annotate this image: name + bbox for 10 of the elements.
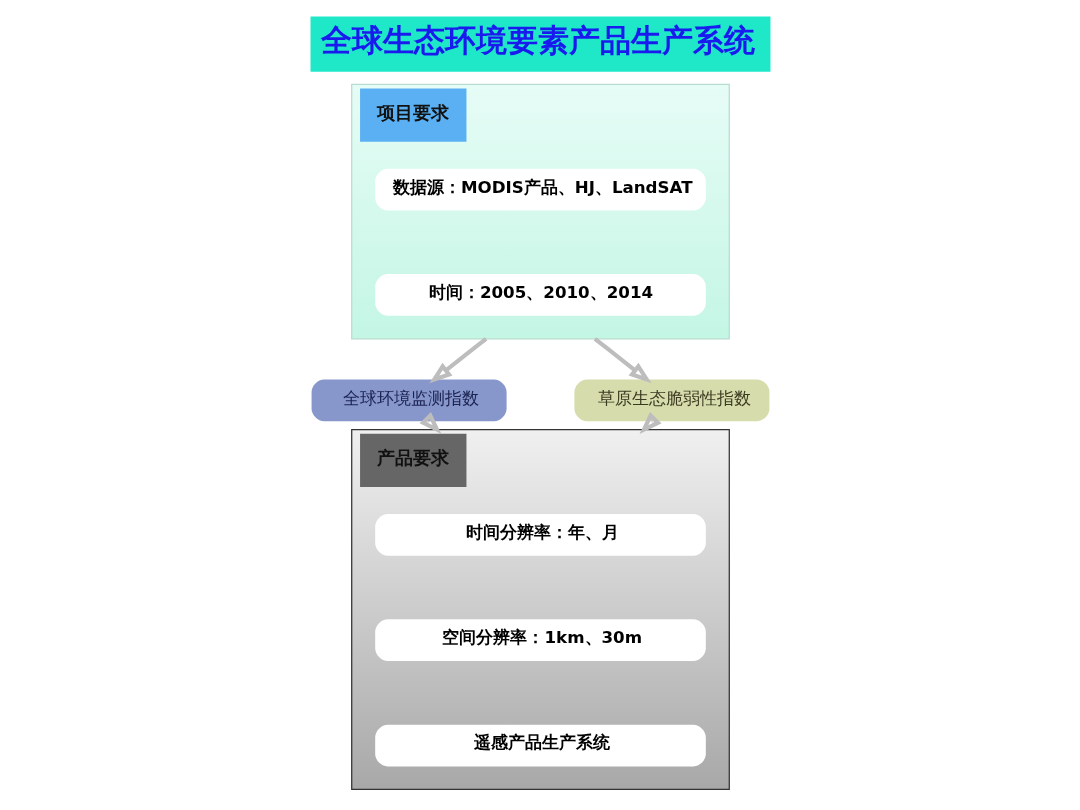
- arrow: [639, 412, 661, 434]
- node-box: 时间分辨率：年、月: [374, 514, 706, 556]
- arrow: [593, 337, 652, 384]
- node-box: 遥感产品生产系统: [374, 724, 706, 767]
- node-box: 数据源：MODIS产品、HJ、LandSAT: [374, 168, 706, 211]
- node-box: 时间：2005、2010、2014: [374, 274, 706, 316]
- diagram-title: 全球生态环境要素产品生产系统: [320, 22, 755, 59]
- arrow: [428, 337, 487, 384]
- node-box: 空间分辨率：1km、30m: [374, 619, 706, 662]
- arrow: [419, 412, 441, 434]
